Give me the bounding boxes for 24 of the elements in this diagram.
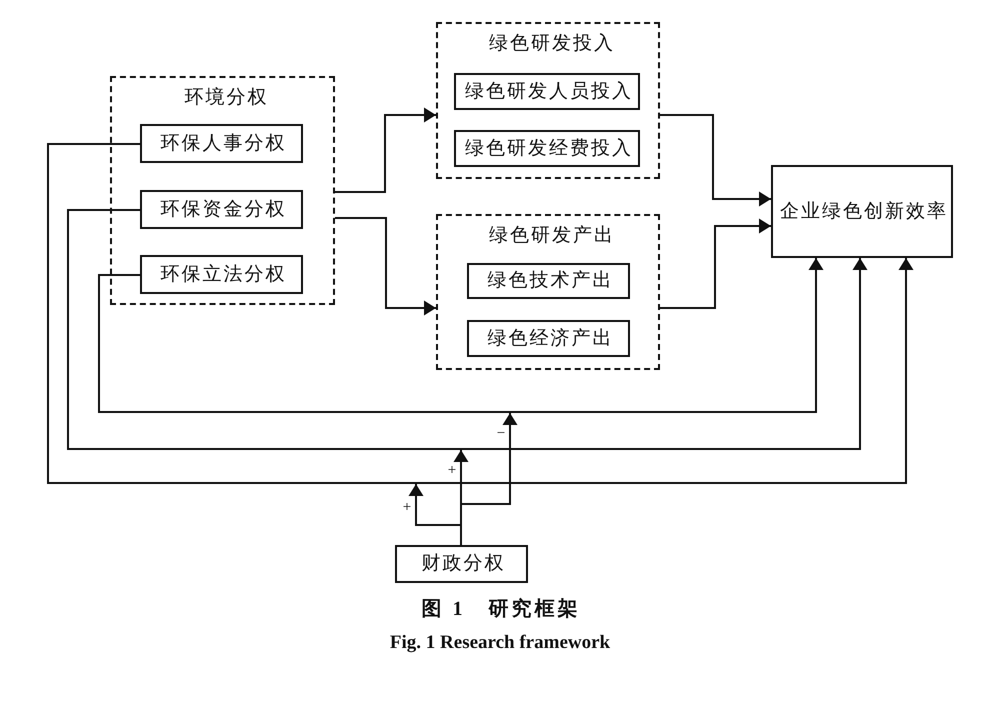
- variable-box: 环保人事分权: [140, 124, 303, 163]
- arrow: [98, 258, 824, 413]
- dashed-group-box: [436, 22, 660, 179]
- arrow: [335, 217, 436, 316]
- variable-box: 绿色研发人员投入: [454, 73, 640, 110]
- group-heading: 环境分权: [184, 87, 268, 109]
- variable-box: 绿色研发经费投入: [454, 130, 640, 167]
- dashed-group-box: [110, 76, 335, 305]
- arrow: [660, 114, 771, 206]
- variable-box: 企业绿色创新效率: [771, 165, 953, 258]
- arrow: [67, 209, 868, 450]
- variable-box: 环保资金分权: [140, 190, 303, 229]
- variable-box: 绿色技术产出: [467, 263, 630, 299]
- variable-box: 绿色经济产出: [467, 320, 630, 357]
- group-heading: 绿色研发产出: [489, 225, 615, 247]
- group-heading: 绿色研发投入: [489, 33, 615, 55]
- arrow: [335, 108, 436, 193]
- arrow: [47, 143, 914, 484]
- variable-box: 环保立法分权: [140, 255, 303, 294]
- arrow: [660, 218, 771, 309]
- figure-caption: Fig. 1 Research framework: [390, 631, 610, 655]
- dashed-group-box: [436, 214, 660, 370]
- figure-caption: 图 1 研究框架: [422, 597, 580, 621]
- variable-box: 财政分权: [395, 545, 528, 583]
